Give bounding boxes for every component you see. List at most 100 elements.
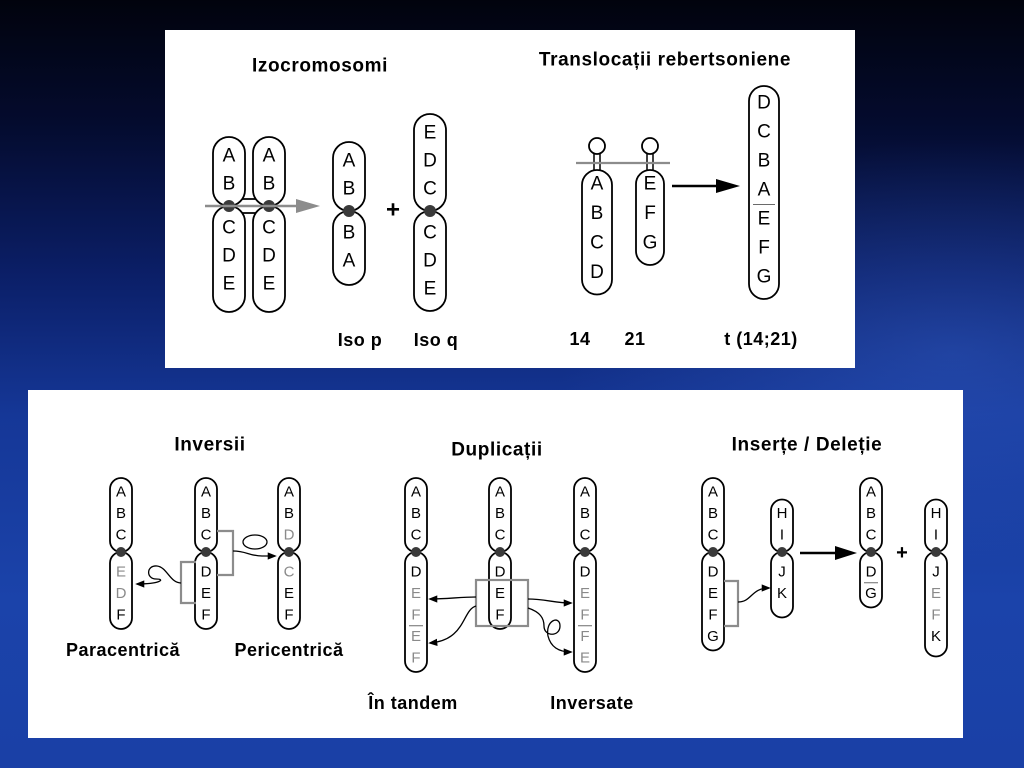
gene-letter: D — [495, 564, 506, 581]
gene-letter: A — [284, 484, 294, 501]
centromere — [777, 547, 787, 557]
gene-letter: A — [263, 146, 276, 167]
centromere — [411, 547, 421, 557]
plus-sign: + — [896, 542, 908, 564]
gene-letter: G — [865, 585, 877, 602]
translocation-label: t (14;21) — [724, 329, 798, 349]
gene-letter: C — [201, 527, 212, 544]
gene-letter: B — [201, 505, 211, 522]
gene-letter: B — [263, 174, 276, 195]
chromosome-21: EFG — [635, 169, 665, 266]
gene-letter: A — [591, 174, 604, 195]
gene-letter: D — [116, 585, 127, 602]
gene-letter: B — [866, 505, 876, 522]
inversions-title: Inversii — [174, 435, 245, 456]
gene-letter: C — [423, 179, 437, 200]
chromosome-outline — [581, 169, 613, 296]
gene-letter: C — [116, 527, 127, 544]
gene-letter: E — [284, 585, 294, 602]
gene-letter: D — [423, 251, 437, 272]
gene-letter: C — [423, 223, 437, 244]
pericentric-segment-bracket — [217, 529, 235, 577]
isochromosomes-title: Izocromosomi — [252, 56, 388, 77]
gene-letter: C — [590, 233, 604, 254]
gene-letter: B — [495, 505, 505, 522]
gene-letter: B — [580, 505, 590, 522]
gene-letter: G — [757, 267, 772, 288]
gene-letter: C — [222, 218, 236, 239]
gene-letter: F — [931, 607, 940, 624]
pericentric-arrow — [232, 550, 277, 560]
gene-letter: E — [424, 123, 437, 144]
gene-letter: C — [411, 527, 422, 544]
gene-letter: D — [423, 151, 437, 172]
gene-letter: F — [580, 628, 589, 645]
gene-letter: A — [343, 251, 356, 272]
tandem-arrow-lower — [428, 605, 477, 647]
gene-letter: H — [777, 505, 788, 522]
gene-letter: A — [201, 484, 211, 501]
gene-letter: D — [201, 564, 212, 581]
duplicated-segment-box — [474, 578, 530, 628]
gene-letter: A — [223, 146, 236, 167]
gene-letter: B — [758, 151, 771, 172]
gene-letter: C — [495, 527, 506, 544]
gene-letter: A — [866, 484, 876, 501]
gene-letter: B — [343, 223, 356, 244]
gene-letter: F — [644, 203, 656, 224]
chromosome-layer: ABCDEABCDEABBAEDCCDEABCDEFGDCBAEFGABCEDF… — [109, 85, 948, 673]
gene-letter: B — [591, 203, 604, 224]
paracentric-label: Paracentrică — [66, 640, 181, 660]
gene-letter: F — [284, 607, 293, 624]
inverted-loop-arrow — [527, 607, 573, 656]
centromere — [495, 547, 505, 557]
inverted-label: Inversate — [550, 693, 634, 713]
inserted-segment-bracket — [724, 579, 740, 628]
gene-letter: F — [758, 238, 770, 259]
gene-letter: E — [223, 274, 236, 295]
centromere — [343, 205, 355, 217]
gene-letter: E — [201, 585, 211, 602]
pericentric-loop — [242, 534, 268, 550]
gene-letter: I — [780, 527, 784, 544]
centromere — [931, 547, 941, 557]
gene-letter: B — [708, 505, 718, 522]
plus-sign: + — [386, 197, 400, 224]
gene-letter: E — [495, 585, 505, 602]
centromere — [424, 205, 436, 217]
gene-letter: B — [284, 505, 294, 522]
gene-letter: A — [411, 484, 421, 501]
gene-letter: D — [708, 564, 719, 581]
gene-letter: I — [934, 527, 938, 544]
gene-letter: F — [411, 607, 420, 624]
gene-letter: C — [284, 564, 295, 581]
gene-letter: E — [424, 279, 437, 300]
iso-q-label: Iso q — [414, 330, 459, 350]
translocation-arrow — [672, 179, 740, 193]
gene-letter: F — [411, 650, 420, 667]
gene-letter: A — [758, 180, 771, 201]
insertion-result-arrow — [800, 546, 857, 560]
isochromosome-split-arrow — [205, 199, 320, 213]
sister-chromatid-junction — [242, 198, 256, 214]
gene-letter: J — [778, 564, 786, 581]
gene-letter: B — [411, 505, 421, 522]
insertion-deletion-title: Inserțe / Deleție — [732, 435, 883, 456]
gene-letter: A — [495, 484, 505, 501]
gene-letter: A — [343, 151, 356, 172]
gene-letter: D — [590, 262, 604, 283]
gene-letter: E — [116, 564, 126, 581]
gene-letter: D — [284, 527, 295, 544]
gene-letter: E — [708, 585, 718, 602]
gene-letter: E — [580, 650, 590, 667]
gene-letter: J — [932, 564, 940, 581]
